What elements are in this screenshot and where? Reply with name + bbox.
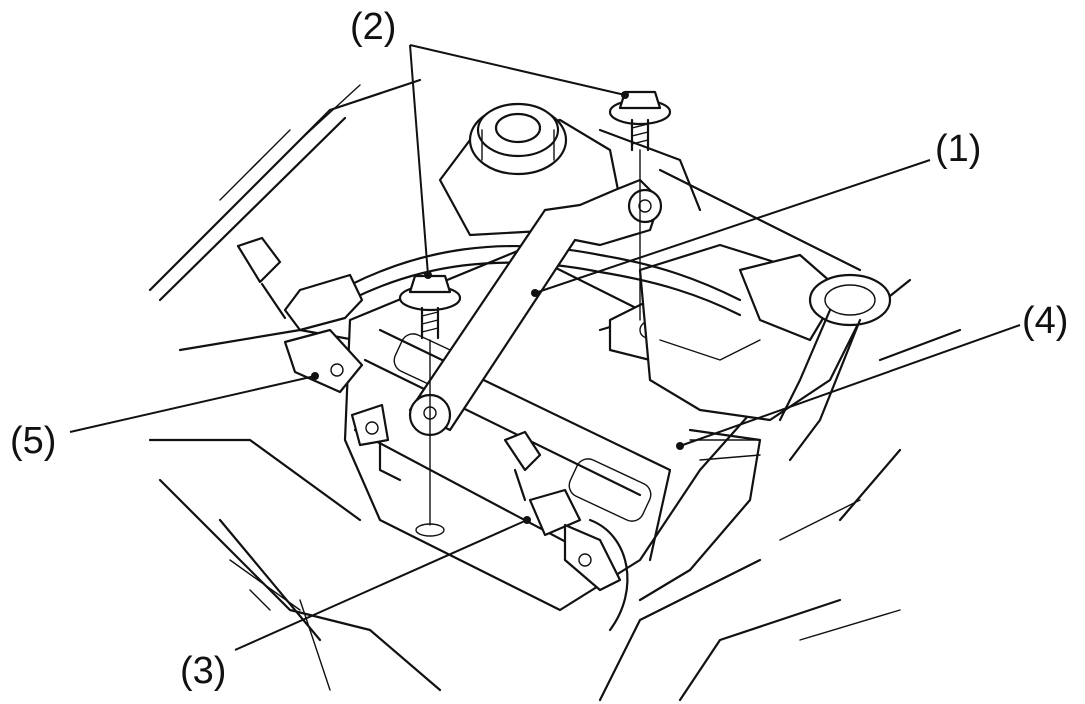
callout-5: (5): [10, 420, 57, 462]
bolt-center: [398, 274, 462, 537]
callout-1: (1): [935, 128, 982, 170]
callout-3: (3): [180, 650, 227, 692]
callout-4: (4): [1022, 300, 1069, 342]
cable-clamp-left: [236, 236, 390, 447]
cable-clamp-lower: [503, 430, 629, 632]
leader-lines: [69, 44, 1021, 651]
battery-cable: [283, 244, 742, 332]
callout-2: (2): [350, 6, 397, 48]
right-side-components: [638, 243, 892, 462]
bolt-upper-right: [608, 90, 672, 321]
